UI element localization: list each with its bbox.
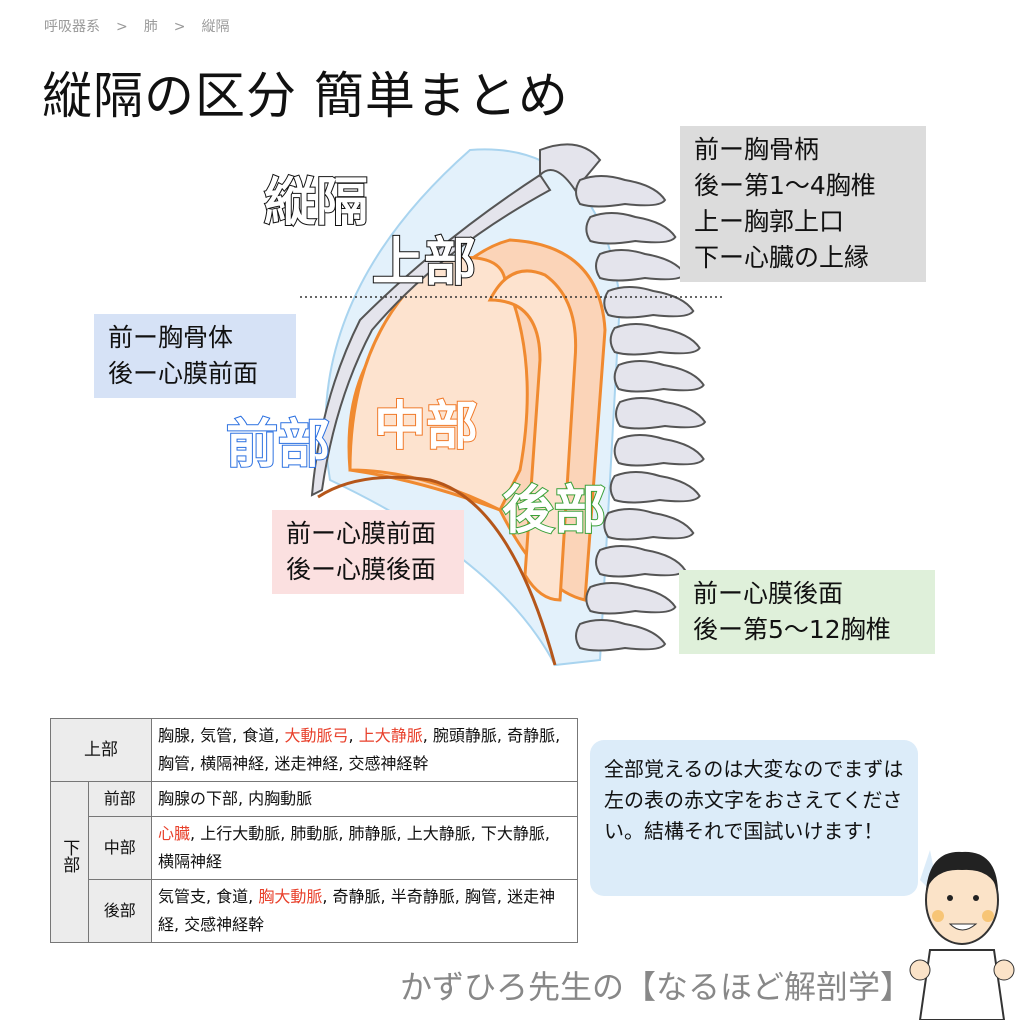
mediastinum-contents-table: 上部 胸腺, 気管, 食道, 大動脈弓, 上大静脈, 腕頭静脈, 奇静脈, 胸管… <box>50 718 578 943</box>
boundary-text: 後ー第5〜12胸椎 <box>693 615 891 644</box>
structure-text: 胸腺, 気管, 食道, <box>158 726 285 745</box>
label-posterior: 後部 <box>501 480 607 542</box>
vertebra-icon <box>575 175 667 208</box>
vertebra-icon <box>609 323 701 356</box>
boundary-text: 前ー胸骨柄 <box>694 135 820 164</box>
table-cell: 心臓, 上行大動脈, 肺動脈, 肺静脈, 上大静脈, 下大静脈, 横隔神経 <box>151 816 578 880</box>
diaphragm <box>317 475 557 666</box>
heart-outline <box>348 256 529 513</box>
anterior-boundaries-box: 前ー胸骨体 後ー心膜前面 <box>94 314 296 398</box>
row-header: 前部 <box>87 781 153 817</box>
footer-brand: かずひろ先生の【なるほど解剖学】 <box>400 968 913 1006</box>
breadcrumb-item[interactable]: 呼吸器系 <box>44 19 100 35</box>
boundary-text: 前ー心膜後面 <box>693 579 844 608</box>
page-title: 縦隔の区分 簡単まとめ <box>42 67 569 125</box>
vertebra-icon <box>613 360 705 393</box>
posterior-boundaries-box: 前ー心膜後面 後ー第5〜12胸椎 <box>679 570 935 654</box>
vertebra-icon <box>595 545 687 578</box>
highlighted-structure: 心臓 <box>158 824 191 843</box>
table-row: 後部 気管支, 食道, 胸大動脈, 奇静脈, 半奇静脈, 胸管, 迷走神経, 交… <box>51 879 578 943</box>
vertebral-column <box>575 175 707 652</box>
row-header: 中部 <box>87 816 153 880</box>
table-row: 上部 胸腺, 気管, 食道, 大動脈弓, 上大静脈, 腕頭静脈, 奇静脈, 胸管… <box>50 718 578 782</box>
breadcrumb: 呼吸器系 > 肺 > 縦隔 <box>44 16 229 36</box>
bubble-text: 全部覚えるのは大変なのでまずは左の表の赤文字をおさえてください。結構それで国試い… <box>604 757 904 843</box>
structure-text: , 上行大動脈, 肺動脈, 肺静脈, 上大静脈, 下大静脈, 横隔神経 <box>158 824 550 871</box>
table-cell: 胸腺, 気管, 食道, 大動脈弓, 上大静脈, 腕頭静脈, 奇静脈, 胸管, 横… <box>151 718 578 782</box>
middle-boundaries-box: 前ー心膜前面 後ー心膜後面 <box>272 510 464 594</box>
boundary-text: 後ー心膜後面 <box>286 555 437 584</box>
boundary-text: 後ー心膜前面 <box>108 359 259 388</box>
vertebra-icon <box>585 582 677 615</box>
table-cell: 胸腺の下部, 内胸動脈 <box>151 781 578 817</box>
highlighted-structure: 大動脈弓 <box>284 726 349 745</box>
inferior-label: 下部 <box>59 839 80 873</box>
label-mediastinum: 縦隔 <box>263 172 369 234</box>
structure-text: 気管支, 食道, <box>158 887 259 906</box>
vertebra-icon <box>595 249 687 282</box>
label-middle: 中部 <box>373 396 479 458</box>
breadcrumb-separator: > <box>173 19 186 35</box>
boundary-text: 前ー心膜前面 <box>286 519 437 548</box>
vertebra-icon <box>613 434 705 467</box>
structure-text: , <box>348 726 359 745</box>
table-row: 下部 前部 胸腺の下部, 内胸動脈 <box>50 781 578 943</box>
boundary-text: 下ー心臓の上縁 <box>694 243 870 272</box>
row-header: 上部 <box>50 718 152 782</box>
structure-text: , 腕頭静脈, 奇静脈, 胸管, 横隔神経, 迷走神経, 交感神経幹 <box>158 726 561 773</box>
mediastinum-illustration <box>300 143 722 667</box>
boundary-text: 後ー第1〜4胸椎 <box>694 171 876 200</box>
label-anterior: 前部 <box>225 414 331 476</box>
boundary-text: 上ー胸郭上口 <box>694 207 845 236</box>
vertebra-icon <box>603 286 695 319</box>
breadcrumb-item: 縦隔 <box>201 19 230 35</box>
sternum <box>310 173 552 497</box>
vertebra-icon <box>585 212 677 245</box>
structure-text: 胸腺の下部, 内胸動脈 <box>158 789 313 808</box>
breadcrumb-separator: > <box>116 19 128 35</box>
table-cell: 気管支, 食道, 胸大動脈, 奇静脈, 半奇静脈, 胸管, 迷走神経, 交感神経… <box>151 879 578 943</box>
row-header: 後部 <box>87 879 153 943</box>
structure-text: , 奇静脈, 半奇静脈, 胸管, 迷走神経, 交感神経幹 <box>158 887 556 934</box>
highlighted-structure: 上大静脈 <box>358 726 423 745</box>
vertebra-icon <box>603 508 695 541</box>
vertebra-icon <box>575 619 667 652</box>
aortic-arch <box>487 269 578 602</box>
highlighted-structure: 胸大動脈 <box>258 887 323 906</box>
teacher-avatar <box>909 850 1015 1020</box>
vertebra-icon <box>615 397 707 430</box>
breadcrumb-item[interactable]: 肺 <box>143 19 158 35</box>
table-row: 中部 心臓, 上行大動脈, 肺動脈, 肺静脈, 上大静脈, 下大静脈, 横隔神経 <box>51 816 578 880</box>
label-superior: 上部 <box>371 232 477 294</box>
speech-bubble: 全部覚えるのは大変なのでまずは左の表の赤文字をおさえてください。結構それで国試い… <box>590 740 918 896</box>
vertebra-icon <box>609 471 701 504</box>
boundary-text: 前ー胸骨体 <box>108 323 234 352</box>
superior-boundaries-box: 前ー胸骨柄 後ー第1〜4胸椎 上ー胸郭上口 下ー心臓の上縁 <box>680 126 926 282</box>
manubrium <box>539 143 602 192</box>
row-header-inferior: 下部 <box>50 781 89 943</box>
